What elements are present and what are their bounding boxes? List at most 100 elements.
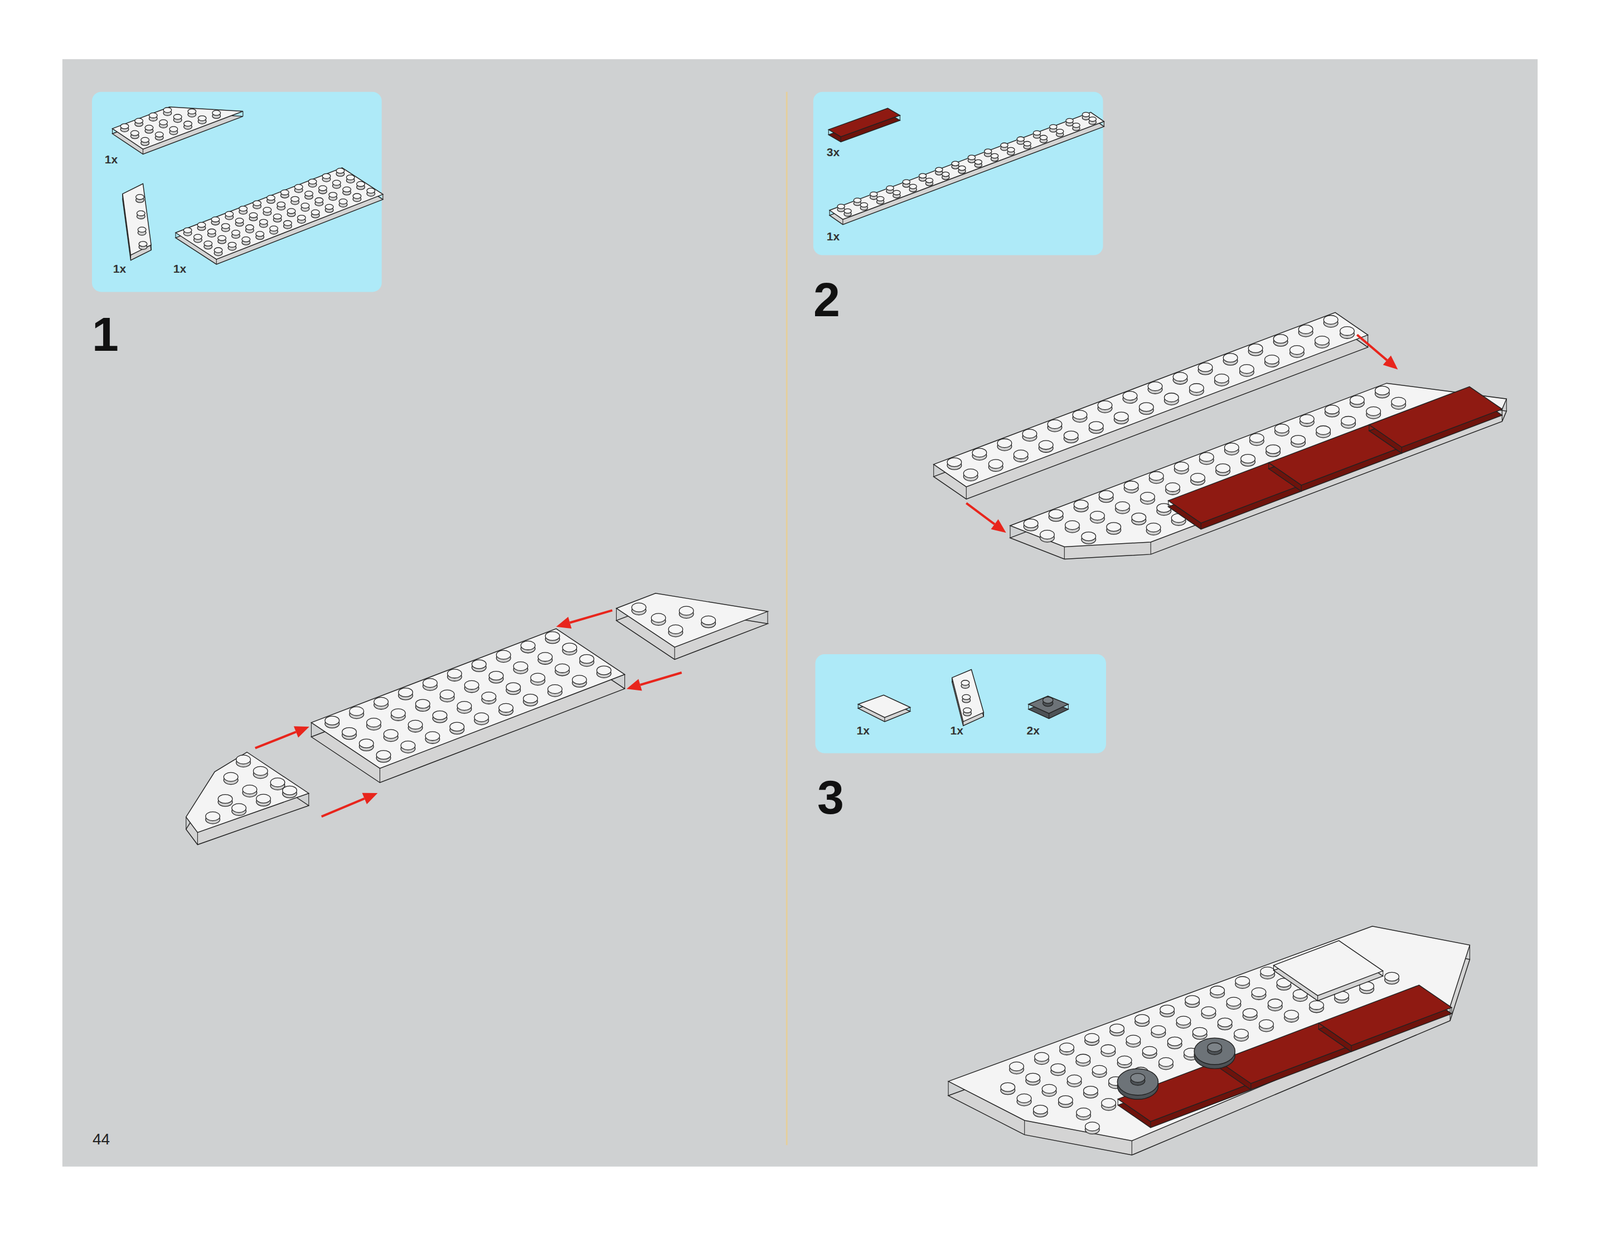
stud-top (1266, 444, 1281, 454)
stud-top (291, 196, 300, 202)
tile-top (857, 694, 910, 717)
stud-top (1291, 435, 1306, 445)
stud-top (1215, 463, 1231, 473)
assembly-edge (1506, 398, 1507, 411)
assembly-edge (1131, 1140, 1133, 1155)
wedge-plate-edge (142, 148, 144, 154)
stud-top (400, 740, 416, 750)
red-arrow (966, 502, 995, 525)
tile-edge (909, 706, 911, 711)
red-tile-top (1369, 386, 1503, 447)
stud-top (325, 715, 340, 725)
long-plate-edge (842, 219, 843, 225)
stud-top (314, 197, 324, 203)
stud-top (1050, 1063, 1066, 1073)
red-arrow-head (362, 792, 378, 804)
stud-top (1159, 1057, 1174, 1066)
stud-top (579, 654, 595, 664)
stud-top (325, 204, 334, 210)
stud-top (267, 195, 276, 201)
stud-top (498, 702, 514, 712)
stud-top (1022, 429, 1037, 439)
stud-top (1260, 966, 1275, 976)
plate-top (311, 628, 625, 768)
stud-top (1131, 512, 1147, 522)
assembly-edge (1024, 1120, 1025, 1135)
round-plate-top (1117, 1068, 1158, 1095)
stud-top (239, 206, 248, 212)
stud-top (1267, 998, 1283, 1008)
stud-top (1259, 1019, 1274, 1029)
quantity-label: 1x (826, 230, 840, 242)
stud-top (1073, 500, 1089, 509)
stud-top (1239, 364, 1255, 374)
stud-top (301, 202, 310, 208)
stud-top (1097, 400, 1113, 410)
step-number: 2 (813, 275, 841, 324)
stud-top (1047, 419, 1063, 429)
stud-top (963, 468, 978, 478)
stud-top (1300, 414, 1315, 424)
stud-top (231, 803, 247, 813)
red-tile-edge (1301, 485, 1302, 492)
stud-top (1350, 395, 1365, 405)
wedge-plate-small-top (122, 183, 152, 255)
stud-top (447, 668, 463, 678)
red-tile-edge (828, 129, 829, 135)
stud-top (342, 727, 357, 737)
plate-edge (216, 259, 217, 265)
stud-top (1242, 1007, 1258, 1017)
stud-top (269, 225, 279, 231)
stud-top (1214, 374, 1230, 383)
tile-edge (1273, 965, 1274, 971)
stud-top (1340, 326, 1355, 336)
stud-top (701, 615, 716, 625)
stud-top (844, 208, 852, 213)
wedge-plate-top (112, 107, 244, 150)
stud-top (120, 123, 129, 129)
step-number: 1 (91, 309, 119, 358)
parts-panel: 1x1x1x (91, 91, 382, 293)
round-plate-top (1194, 1037, 1235, 1065)
stud-top (1115, 501, 1131, 511)
stud-top (596, 665, 612, 675)
stud-top (1106, 522, 1122, 532)
plate-edge (624, 674, 625, 689)
stud-top (322, 173, 331, 179)
red-arrow-head (293, 725, 310, 738)
stud-top (1016, 1093, 1032, 1103)
stud-top (356, 181, 366, 187)
stud-top (1117, 1055, 1132, 1065)
stud-top (1341, 415, 1356, 425)
stud-top (253, 200, 262, 206)
stud-top (1101, 1044, 1116, 1054)
stud-top (990, 153, 998, 158)
stud-top (336, 168, 345, 174)
stud-top (439, 689, 455, 699)
stud-top (194, 234, 203, 240)
stud-top (376, 750, 391, 760)
stud-top (1135, 1014, 1150, 1023)
assembly-edge (948, 1080, 949, 1096)
stud-top (1075, 1053, 1091, 1063)
stud-top (308, 178, 317, 184)
stud-top (1123, 481, 1139, 491)
stud-top (241, 236, 251, 242)
stud-top (1034, 1051, 1050, 1061)
assembly-edge (1064, 546, 1065, 560)
stud-top (548, 684, 563, 694)
red-tile-edge (1501, 409, 1503, 416)
wedge-plate-edge (242, 110, 244, 116)
stud-top (1391, 396, 1406, 406)
assembly-side (948, 939, 1470, 1155)
stud-top (1240, 454, 1256, 464)
stud-top (212, 110, 221, 116)
stud-top (359, 738, 374, 748)
wedge-plate-edge (112, 128, 113, 134)
stud-top (958, 165, 966, 171)
stud-top (1088, 117, 1097, 122)
stud-top (1113, 411, 1129, 421)
stud-top (1101, 1098, 1117, 1108)
stud-top (236, 754, 251, 764)
stud-top (942, 171, 950, 177)
